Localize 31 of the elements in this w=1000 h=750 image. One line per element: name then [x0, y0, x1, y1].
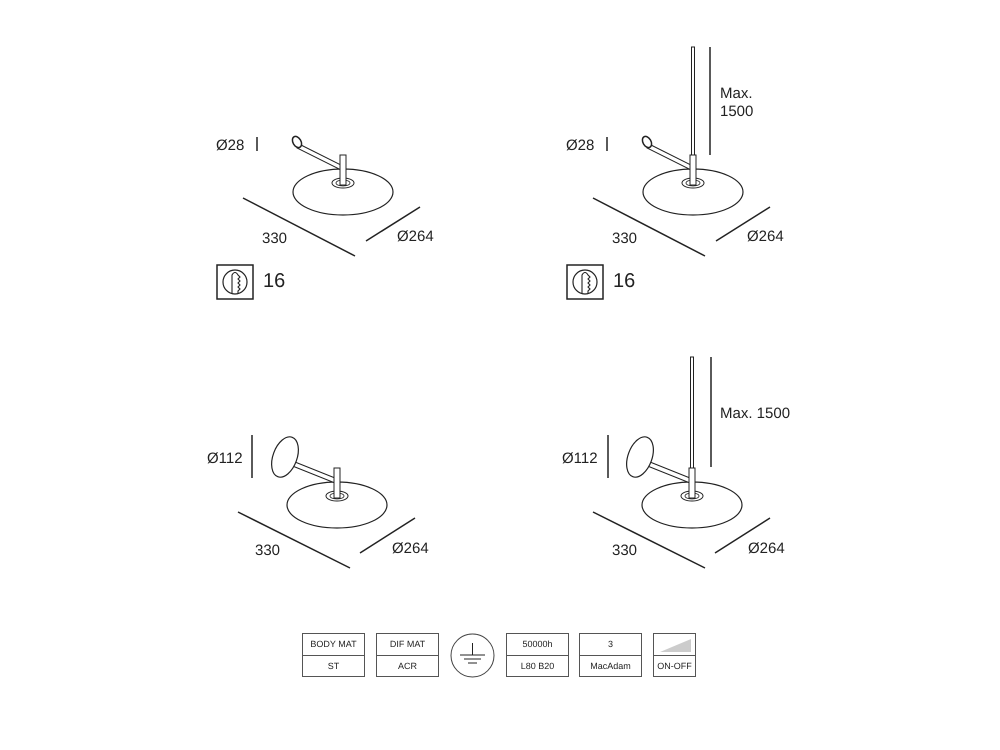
- dimension-label: Ø112: [207, 450, 243, 468]
- spec-value: ST: [326, 661, 340, 671]
- spec-box: [506, 633, 569, 677]
- dimension-label: Max. 1500: [720, 405, 790, 423]
- dimension-label: Ø112: [562, 450, 598, 468]
- dimension-label: Ø264: [748, 540, 785, 558]
- dimension-label: 330: [612, 230, 638, 248]
- spec-value: ACR: [396, 661, 418, 671]
- spec-label: 3: [606, 639, 614, 649]
- dimension-label: Ø264: [397, 228, 434, 246]
- dimension-label: 330: [612, 542, 638, 560]
- dimension-label: Ø28: [216, 137, 244, 155]
- dimension-label: Ø264: [747, 228, 784, 246]
- spec-value: L80 B20: [520, 661, 556, 671]
- dimension-label: Max. 1500: [720, 85, 754, 121]
- spec-value: ON-OFF: [656, 661, 693, 671]
- spec-label: 50000h: [521, 639, 554, 649]
- drill-size-label: 16: [613, 272, 636, 290]
- spec-box: [579, 633, 642, 677]
- drill-size-label: 16: [263, 272, 286, 290]
- spec-box: [653, 633, 696, 677]
- dimension-label: Ø28: [566, 137, 594, 155]
- spec-value: MacAdam: [589, 661, 632, 671]
- dimension-label: 330: [255, 542, 280, 560]
- spec-label: DIF MAT: [388, 639, 426, 649]
- spec-label: BODY MAT: [309, 639, 358, 649]
- spec-box: [302, 633, 365, 677]
- spec-box: [376, 633, 439, 677]
- dimension-label: Ø264: [392, 540, 429, 558]
- dimension-label: 330: [262, 230, 288, 248]
- earth-ground-icon: [450, 633, 495, 678]
